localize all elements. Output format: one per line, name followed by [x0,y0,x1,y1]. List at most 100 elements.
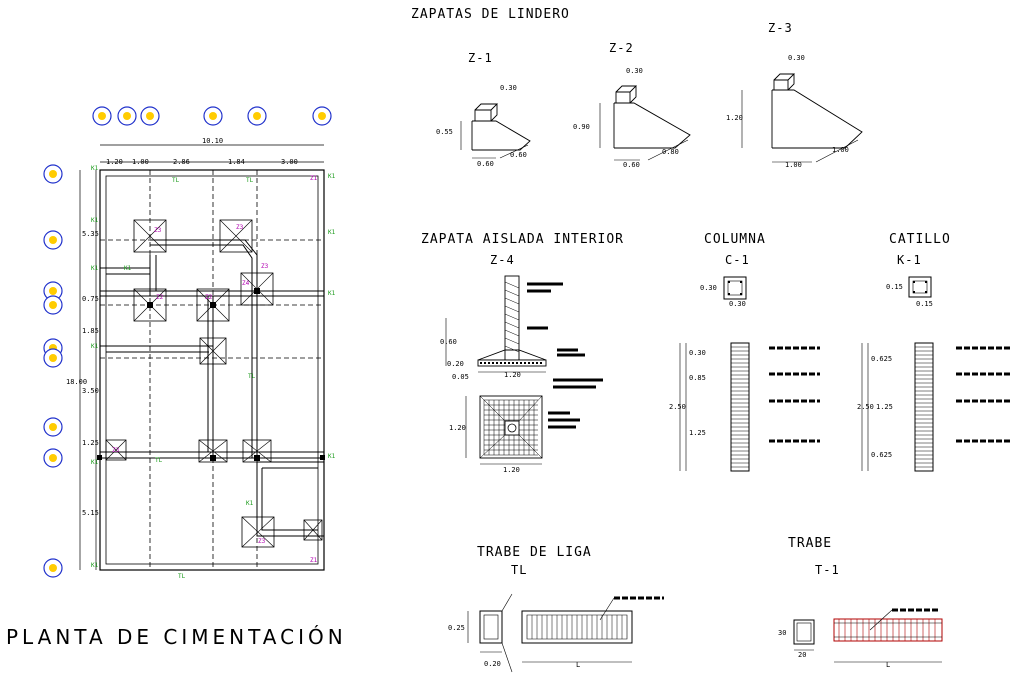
label-k1: K1 [124,265,132,272]
k1-section-h-dim: 0.15 [886,283,903,291]
tl-elevation: L [521,596,664,669]
z4-h3-dim: 0.05 [452,373,469,381]
k1-elevation: 2.50 0.625 1.25 0.625 [857,342,1012,472]
label-tl: TL [172,177,180,184]
zapata-z1: Z-1 0.30 0.55 0.60 0.60 [436,51,531,168]
z1-height-dim: 0.55 [436,128,453,136]
label-k1: K1 [91,265,99,272]
label-k1: K1 [91,217,99,224]
label-z2: Z2 [205,294,213,301]
label-z1: Z1 [310,557,318,564]
trabe-liga-title: TRABE DE LIGA [477,545,592,560]
z3-slope-dim: 1.00 [832,146,849,154]
foundation-plan: 10.10 1.20 1.00 2.86 1.84 3.00 5.35 0.75… [43,106,336,580]
z4-plan-side-dim: 1.20 [449,424,466,432]
label-z3: Z3 [261,263,269,270]
z3-top-dim: 0.30 [788,54,805,62]
label-k1: K1 [91,459,99,466]
overall-width-dim: 10.10 [202,137,223,145]
left-dim-4: 3.50 [82,387,99,395]
t1-length-dim: L [886,661,890,669]
label-k1: K1 [328,173,336,180]
z1-top-dim: 0.30 [500,84,517,92]
label-z3: Z3 [258,538,266,545]
c1-section-h-dim: 0.30 [700,284,717,292]
plan-title: PLANTA DE CIMENTACIÓN [6,625,347,649]
z4-plan-bottom-dim: 1.20 [503,466,520,474]
z3-label: Z-3 [768,21,793,35]
z1-slope-dim: 0.60 [510,151,527,159]
tl-h-dim: 0.25 [448,624,465,632]
zapata-z4-plan: 1.20 1.20 [449,395,580,474]
columns [97,288,325,461]
c1-elevation: 2.50 0.30 0.85 1.25 [669,342,820,472]
label-z3: Z3 [154,227,162,234]
label-z4: Z4 [242,280,250,287]
z2-top-dim: 0.30 [626,67,643,75]
k1-seg2-dim: 1.25 [876,403,893,411]
z2-slope-dim: 0.80 [662,148,679,156]
c1-section-w-dim: 0.30 [729,300,746,308]
z3-height-dim: 1.20 [726,114,743,122]
z2-base-dim: 0.60 [623,161,640,169]
label-tl: TL [246,177,254,184]
zapata-z3: Z-3 0.30 1.20 1.00 1.00 [726,21,863,169]
label-k1: K1 [91,562,99,569]
left-axis-markers [43,164,63,578]
left-dim-1: 5.35 [82,230,99,238]
t1-h-dim: 30 [778,629,786,637]
z4-width-dim: 1.20 [504,371,521,379]
k1-label: K-1 [897,253,922,267]
top-dim-1: 1.20 [106,158,123,166]
t1-w-dim: 20 [798,651,806,659]
left-dim-6: 5.15 [82,509,99,517]
c1-seg2-dim: 0.85 [689,374,706,382]
top-dim-5: 3.00 [281,158,298,166]
z1-label: Z-1 [468,51,493,65]
left-dim-5: 1.25 [82,439,99,447]
k1-section-w-dim: 0.15 [916,300,933,308]
label-k1: K1 [328,290,336,297]
c1-section: 0.30 0.30 [700,276,747,308]
z3-base-dim: 1.00 [785,161,802,169]
k1-total-dim: 2.50 [857,403,874,411]
label-z3: Z3 [112,447,120,454]
zapata-aislada-title: ZAPATA AISLADA INTERIOR [421,232,624,247]
t1-elevation: L [833,608,943,669]
label-k1: K1 [91,165,99,172]
z2-label: Z-2 [609,41,634,55]
z1-base-dim: 0.60 [477,160,494,168]
label-z2: Z2 [156,294,164,301]
bottom-tl-label: TL [178,573,186,580]
overall-height-dim: 18.00 [66,378,87,386]
k1-section: 0.15 0.15 [886,276,933,308]
z4-h2-dim: 0.20 [447,360,464,368]
z4-label: Z-4 [490,253,515,267]
label-k1: K1 [246,500,254,507]
label-z3: Z3 [236,224,244,231]
tl-w-dim: 0.20 [484,660,501,668]
label-tl: TL [155,457,163,464]
c1-total-dim: 2.50 [669,403,686,411]
columna-title: COLUMNA [704,232,766,247]
z4-h1-dim: 0.60 [440,338,457,346]
zapata-z4-section: 0.60 0.20 0.05 1.20 [440,275,603,389]
label-z1: Z1 [310,175,318,182]
label-k1: K1 [91,343,99,350]
trabe-title: TRABE [788,536,832,551]
left-dim-3: 1.85 [82,327,99,335]
top-dim-3: 2.86 [173,158,190,166]
top-axis-markers [92,106,332,126]
label-k1: K1 [328,229,336,236]
zapatas-lindero-title: ZAPATAS DE LINDERO [411,7,570,22]
t1-section: 30 20 [778,619,815,659]
k1-seg1-dim: 0.625 [871,355,892,363]
t1-label: T-1 [815,563,840,577]
c1-label: C-1 [725,253,750,267]
left-dim-2: 0.75 [82,295,99,303]
zapata-z2: Z-2 0.30 0.90 0.60 0.80 [573,41,691,169]
top-dim-2: 1.00 [132,158,149,166]
k1-seg3-dim: 0.625 [871,451,892,459]
top-dim-4: 1.84 [228,158,245,166]
